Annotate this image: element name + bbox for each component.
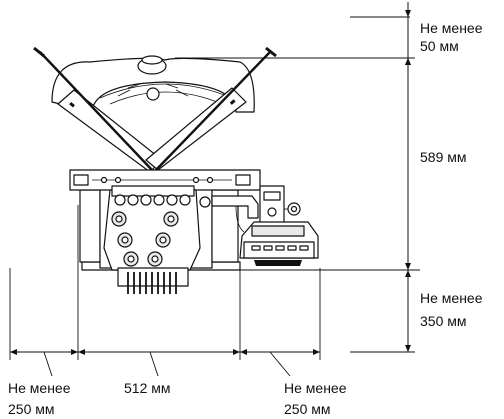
bottom-clearance-label-line1: Не менее	[420, 290, 483, 306]
top-clearance-label-line1: Не менее	[420, 20, 483, 36]
needle-head-panel	[103, 189, 201, 271]
right-clearance-label-line1: Не менее	[284, 380, 347, 396]
machine-left-column	[79, 189, 101, 263]
width-label: 512 мм	[124, 380, 171, 396]
left-clearance-label-line2: 250 мм	[8, 401, 55, 417]
thread-tension-pins	[100, 176, 214, 184]
right-clearance-label-line2: 250 мм	[284, 401, 331, 417]
tension-knobs	[111, 211, 179, 267]
embroidery-machine-illustration	[33, 46, 319, 294]
thread-guides	[111, 185, 195, 206]
needles	[127, 272, 177, 294]
control-panel-arm	[211, 195, 259, 219]
bottom-clearance-label-line2: 350 мм	[420, 313, 467, 329]
height-label: 589 мм	[420, 149, 467, 165]
control-panel-buttons	[251, 245, 309, 251]
dimension-lines	[9, 2, 420, 377]
arch-hub	[146, 87, 160, 101]
antenna-right	[155, 51, 271, 171]
antenna-left	[39, 51, 153, 171]
top-clearance-label-line2: 50 мм	[420, 38, 459, 54]
thread-arch	[51, 57, 255, 113]
left-clearance-label-line1: Не менее	[8, 380, 71, 396]
